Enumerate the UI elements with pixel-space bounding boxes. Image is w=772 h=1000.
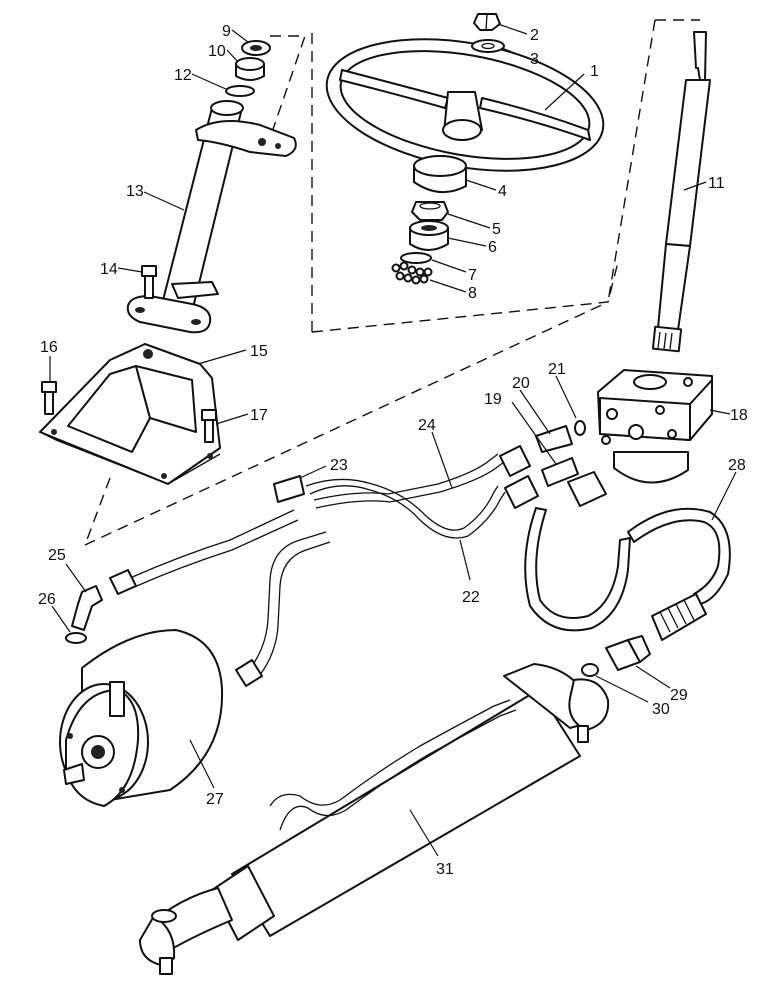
callout-12: 12 <box>174 67 192 84</box>
wheel-washer <box>471 39 505 53</box>
callout-20: 20 <box>512 375 530 392</box>
hub-cap <box>413 155 467 193</box>
callout-1: 1 <box>590 63 599 80</box>
callout-13: 13 <box>126 183 144 200</box>
column-nut <box>411 201 449 221</box>
valve-fitting-19 <box>541 457 579 487</box>
pipe-sleeve <box>273 475 305 503</box>
callout-18: 18 <box>730 407 748 424</box>
cylinder-o-ring <box>581 663 599 677</box>
callout-16: 16 <box>40 339 58 356</box>
flexible-hoses <box>524 471 731 641</box>
callout-19: 19 <box>484 391 502 408</box>
pump-elbow <box>71 585 103 631</box>
steering-cylinder <box>139 663 610 975</box>
column-bearing <box>409 220 449 251</box>
callout-10: 10 <box>208 43 226 60</box>
callout-7: 7 <box>468 267 477 284</box>
callout-31: 31 <box>436 861 454 878</box>
callout-labels: 1 2 3 4 5 6 7 8 9 10 11 12 13 14 15 16 1… <box>38 23 748 878</box>
steering-valve-unit <box>597 369 713 484</box>
callout-8: 8 <box>468 285 477 302</box>
column-bracket <box>39 343 221 485</box>
valve-fitting-20 <box>535 425 573 453</box>
column-tube <box>126 100 297 334</box>
callout-30: 30 <box>652 701 670 718</box>
callout-21: 21 <box>548 361 566 378</box>
column-circlip <box>225 85 255 97</box>
callout-4: 4 <box>498 183 507 200</box>
callout-11: 11 <box>708 175 725 192</box>
cylinder-connector <box>605 635 651 671</box>
hydraulic-pump <box>59 629 224 807</box>
callout-15: 15 <box>250 343 268 360</box>
pump-washer <box>65 632 87 644</box>
column-seal <box>241 40 271 56</box>
callout-25: 25 <box>48 547 66 564</box>
callout-26: 26 <box>38 591 56 608</box>
callout-6: 6 <box>488 239 497 256</box>
wheel-nut <box>473 13 501 31</box>
callout-14: 14 <box>100 261 118 278</box>
callout-23: 23 <box>330 457 348 474</box>
bracket-bolt-left <box>41 381 57 415</box>
bearing-balls <box>391 261 433 285</box>
column-top-bearing <box>235 57 265 81</box>
callout-27: 27 <box>206 791 224 808</box>
callout-17: 17 <box>250 407 268 424</box>
bracket-bolt-right <box>201 409 217 443</box>
callout-2: 2 <box>530 27 539 44</box>
callout-5: 5 <box>492 221 501 238</box>
column-bolt <box>141 265 157 299</box>
callout-9: 9 <box>222 23 231 40</box>
callout-29: 29 <box>670 687 688 704</box>
leader-lines <box>49 23 737 857</box>
snap-ring <box>400 252 432 264</box>
callout-3: 3 <box>530 51 539 68</box>
steering-wheel <box>325 38 605 172</box>
steering-shaft <box>651 31 711 353</box>
callout-24: 24 <box>418 417 436 434</box>
callout-28: 28 <box>728 457 746 474</box>
callout-22: 22 <box>462 589 480 606</box>
valve-o-ring <box>574 420 586 436</box>
pump-pipes <box>109 509 331 687</box>
pressure-pipes <box>305 445 539 539</box>
dashed-assembly-lines <box>84 19 700 546</box>
